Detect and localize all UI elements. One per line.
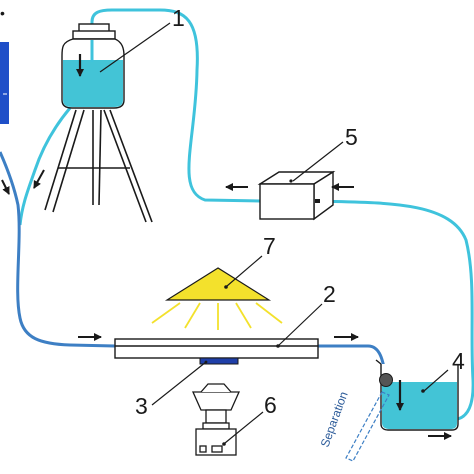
light-source-lamp	[164, 267, 272, 301]
label-camera: 6	[264, 392, 277, 418]
label-reservoir: 1	[172, 5, 185, 31]
leader-lines	[99, 22, 449, 444]
pump-box	[257, 170, 336, 221]
separation-label: Separation	[318, 390, 351, 449]
separation-valve	[379, 373, 393, 387]
label-light-source: 7	[263, 233, 276, 259]
magnet	[199, 357, 239, 365]
tube-channel-to-beaker	[318, 344, 388, 379]
light-rays	[151, 302, 283, 330]
label-collection-beaker: 4	[452, 348, 465, 374]
tube-reservoir-outlet	[18, 107, 72, 226]
separation-magnet	[345, 391, 390, 462]
label-flow-channel: 2	[323, 281, 336, 307]
side-panel-mark: •	[0, 5, 5, 21]
tube-left-to-channel	[0, 151, 116, 348]
flow-channel	[114, 338, 319, 359]
reservoir-jar	[61, 23, 125, 109]
tube-reservoir-to-pump	[90, 8, 261, 203]
side-panel	[0, 42, 9, 124]
label-pump: 5	[345, 124, 358, 150]
light-source-dot	[224, 285, 228, 289]
pump-dot	[289, 179, 293, 183]
tripod-stand	[44, 109, 153, 223]
camera	[191, 383, 241, 456]
label-magnet: 3	[135, 393, 148, 419]
camera-dot	[222, 442, 226, 446]
arrow-icon	[1, 179, 10, 195]
tube-pump-to-beaker	[313, 199, 474, 421]
arrow-icon	[33, 169, 45, 189]
beaker-dot	[421, 389, 425, 393]
pump-port	[315, 199, 320, 203]
